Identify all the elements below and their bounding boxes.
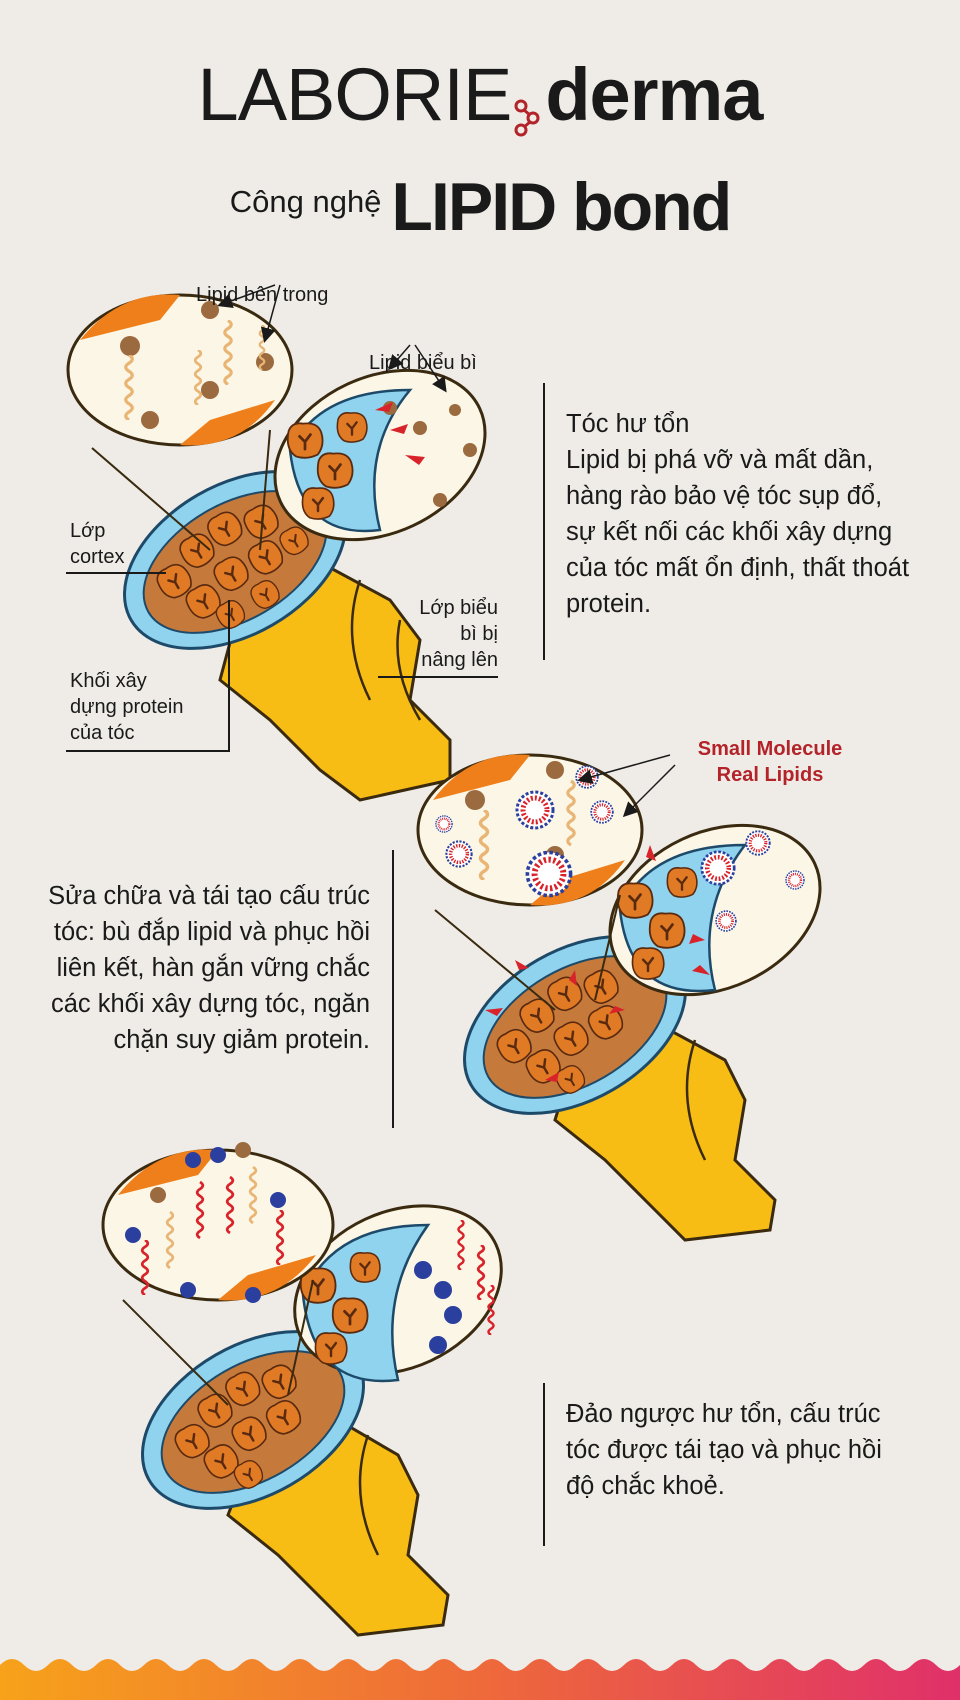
stage1-description: Tóc hư tổn Lipid bị phá vỡ và mất dần, h… <box>566 410 910 618</box>
label-protein-leader <box>228 600 230 750</box>
stage3-description: Đảo ngược hư tổn, cấu trúc tóc được tái … <box>566 1400 882 1500</box>
stage2-description: Sửa chữa và tái tạo cấu trúc tóc: bù đắp… <box>48 882 370 1054</box>
divider-stage3 <box>543 1383 545 1546</box>
title-main: LIPID bond <box>391 169 732 245</box>
label-protein-blocks: Khối xây dựng protein của tóc <box>70 670 184 744</box>
label-cortex: Lớp cortex <box>70 520 125 568</box>
brand-part1: LABORIE <box>197 53 513 136</box>
molecule-icon <box>514 99 540 137</box>
title-prefix: Công nghệ <box>229 184 382 219</box>
label-small-molecule-lipids: Small Molecule Real Lipids <box>697 738 843 786</box>
label-internal-lipid: Lipid bên trong <box>196 284 329 306</box>
label-cuticle-lifted: Lớp biểu bì bị nâng lên <box>419 597 498 671</box>
bottom-wave-decoration <box>0 1659 960 1700</box>
divider-stage1 <box>543 383 545 660</box>
brand-part2: derma <box>545 53 763 136</box>
label-cuticle-underline <box>378 676 498 678</box>
page-title: Công nghệ LIPID bond <box>0 168 960 246</box>
divider-stage2 <box>392 850 394 1128</box>
restored-hair-illustration <box>101 1142 503 1637</box>
damaged-hair-illustration <box>66 284 487 802</box>
repair-hair-illustration <box>416 753 822 1242</box>
label-cortex-underline <box>66 572 166 574</box>
label-protein-underline <box>66 750 230 752</box>
label-cuticle-lipid: Lipid biểu bì <box>369 352 477 374</box>
